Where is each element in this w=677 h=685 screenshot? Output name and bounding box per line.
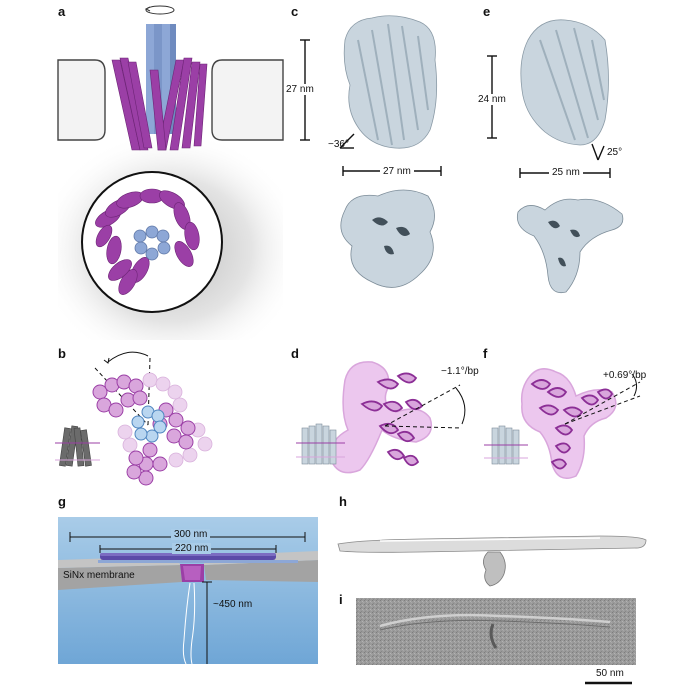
panel-i-scale-bar-label: 50 nm xyxy=(596,668,624,679)
panel-label-h: h xyxy=(339,494,347,509)
panel-label-c: c xyxy=(291,4,299,19)
panel-d-twist-label: −1.1°/bp xyxy=(441,366,479,377)
panel-label-f: f xyxy=(483,346,488,361)
panel-label-i: i xyxy=(339,592,343,607)
panel-label-g: g xyxy=(58,494,66,509)
panel-c-angle-label: −36° xyxy=(328,139,349,150)
panel-e-height-label: 24 nm xyxy=(478,94,506,105)
panel-label-d: d xyxy=(291,346,299,361)
panel-label-b: b xyxy=(58,346,66,361)
panel-c-width-label: 27 nm xyxy=(380,166,414,177)
panel-g-depth-label: ~450 nm xyxy=(213,599,253,610)
panel-label-a: a xyxy=(58,4,66,19)
panel-f-twist-label: +0.69°/bp xyxy=(603,370,647,381)
panel-label-e: e xyxy=(483,4,491,19)
panel-e-angle-label: 25° xyxy=(607,147,623,158)
panel-g-membrane-label: SiNx membrane xyxy=(63,570,135,581)
panel-e-width-label: 25 nm xyxy=(549,167,583,178)
panel-g-outer-length-label: 300 nm xyxy=(171,529,211,540)
panel-c-height-label: 27 nm xyxy=(286,84,314,95)
panel-g-inner-length-label: 220 nm xyxy=(172,543,212,554)
